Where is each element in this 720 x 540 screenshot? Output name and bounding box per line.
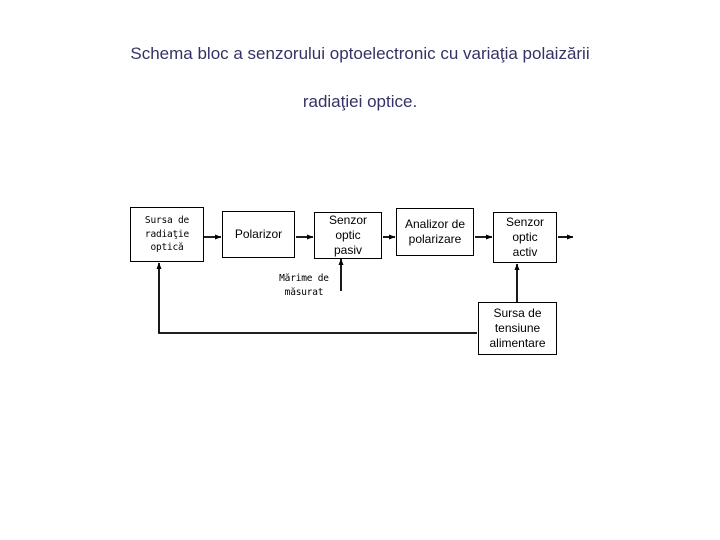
page-title-line-2: radiaţiei optice. — [302, 92, 418, 111]
block-polarizer[interactable]: Polarizor — [222, 211, 295, 258]
block-passive-label: Senzor optic pasiv — [315, 213, 381, 258]
block-source-of-optical-radiation[interactable]: Sursa de radiaţie optică — [130, 207, 204, 262]
block-polarizer-label: Polarizor — [223, 227, 294, 242]
block-polarizer-label-line1: Polarizor — [234, 227, 283, 241]
block-analyzer-label-line1: Analizor de — [404, 217, 466, 231]
block-analyzer-label-line2: polarizare — [408, 232, 462, 246]
block-passive-label-line2: optic — [335, 228, 361, 242]
block-analyzer-label: Analizor de polarizare — [397, 217, 473, 247]
block-polarization-analyzer[interactable]: Analizor de polarizare — [396, 208, 474, 256]
block-power-label-line3: alimentare — [489, 336, 546, 350]
label-measured-quantity: Mărime de măsurat — [262, 272, 346, 300]
block-power-label-line2: tensiune — [494, 321, 541, 335]
block-passive-label-line1: Senzor — [328, 213, 368, 227]
block-passive-label-line3: pasiv — [333, 243, 362, 257]
label-measured-quantity-line1: Mărime de — [279, 273, 329, 284]
block-source-label-line1: Sursa de — [144, 214, 190, 226]
block-active-optical-sensor[interactable]: Senzor optic activ — [493, 212, 557, 263]
block-source-label-line2: radiaţie — [144, 228, 190, 240]
block-power-supply[interactable]: Sursa de tensiune alimentare — [478, 302, 557, 355]
block-active-label-line2: optic — [512, 230, 538, 244]
block-passive-optical-sensor[interactable]: Senzor optic pasiv — [314, 212, 382, 259]
block-power-label: Sursa de tensiune alimentare — [479, 306, 556, 351]
block-active-label-line1: Senzor — [505, 215, 545, 229]
block-power-label-line1: Sursa de — [493, 306, 542, 320]
block-source-label-line3: optică — [150, 242, 184, 254]
label-measured-quantity-line2: măsurat — [284, 286, 324, 298]
page-title-line-1: Schema bloc a senzorului optoelectronic … — [130, 44, 590, 63]
block-source-label: Sursa de radiaţie optică — [131, 214, 203, 255]
block-active-label-line3: activ — [512, 245, 538, 259]
block-active-label: Senzor optic activ — [494, 215, 556, 260]
